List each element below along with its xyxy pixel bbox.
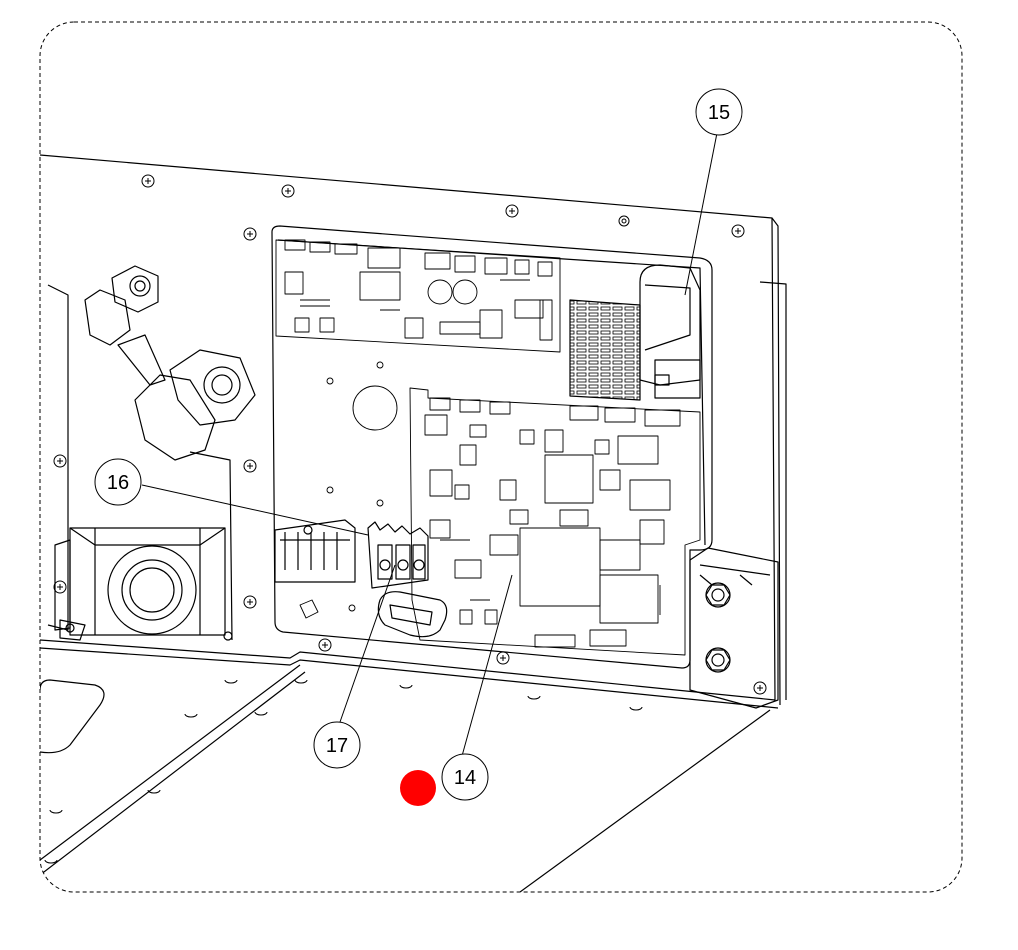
callout-17: 17 [313,721,361,769]
callout-label-15: 15 [708,102,730,124]
pcb-enclosure [271,225,713,669]
pipe-fitting-lower [134,349,256,641]
transformer [54,527,233,641]
back-panel [40,154,787,709]
callout-14: 14 [441,753,489,801]
panel-screws [53,174,767,695]
base-box [40,664,771,892]
red-marker-dot [400,770,436,806]
vent-grille [569,264,701,401]
callout-label-16: 16 [107,472,129,494]
leader-lines [141,132,718,757]
plate-holes [326,361,398,507]
dashed-frame [39,21,963,893]
leader-15 [684,132,718,296]
leader-16 [141,484,369,536]
terminal-block-17 [367,521,429,589]
callout-label-17: 17 [326,735,348,757]
leader-14 [461,574,513,757]
main-pcb [409,387,701,656]
cable-clamp [377,591,448,638]
callout-label-14: 14 [454,767,476,789]
terminal-block-16 [274,519,356,583]
pipe-fitting-upper [84,265,166,386]
right-bracket [689,547,779,709]
ground-connector [299,599,356,619]
base-dimples [44,679,643,864]
left-bracket [47,284,69,631]
callout-16: 16 [94,458,142,506]
callout-15: 15 [695,88,743,136]
leader-17 [339,564,396,723]
upper-pcb [275,239,561,353]
